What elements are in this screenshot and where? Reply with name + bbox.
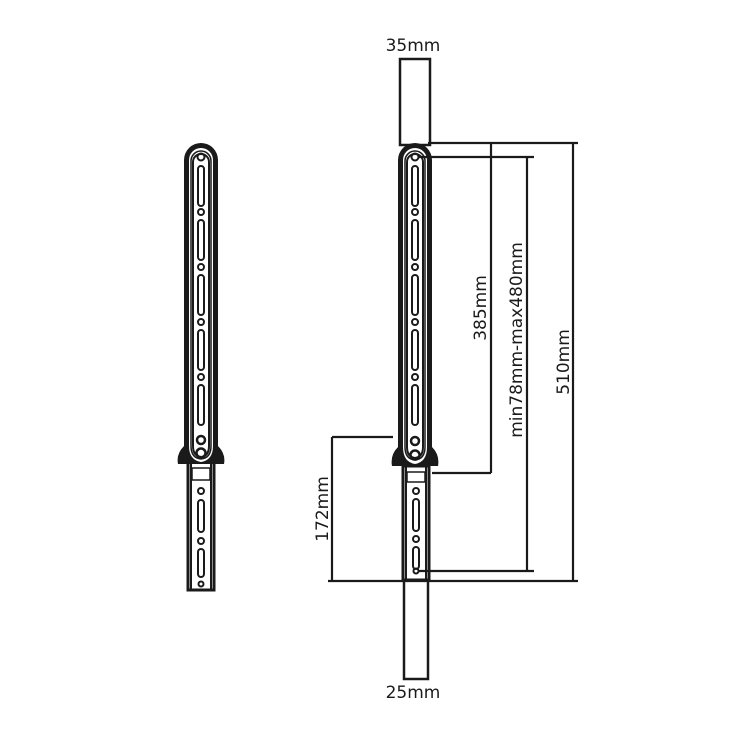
dimension-lines <box>328 141 578 583</box>
label-bottom-width: 25mm <box>386 683 441 703</box>
right-bracket <box>391 57 439 681</box>
left-bracket <box>177 143 225 592</box>
label-adjustable-range: min78mm-max480mm <box>507 242 527 438</box>
label-top-width: 35mm <box>386 36 441 56</box>
label-extension-length: 172mm <box>313 476 333 542</box>
label-total-length: 510mm <box>554 329 574 395</box>
label-upper-hole-span: 385mm <box>471 275 491 341</box>
